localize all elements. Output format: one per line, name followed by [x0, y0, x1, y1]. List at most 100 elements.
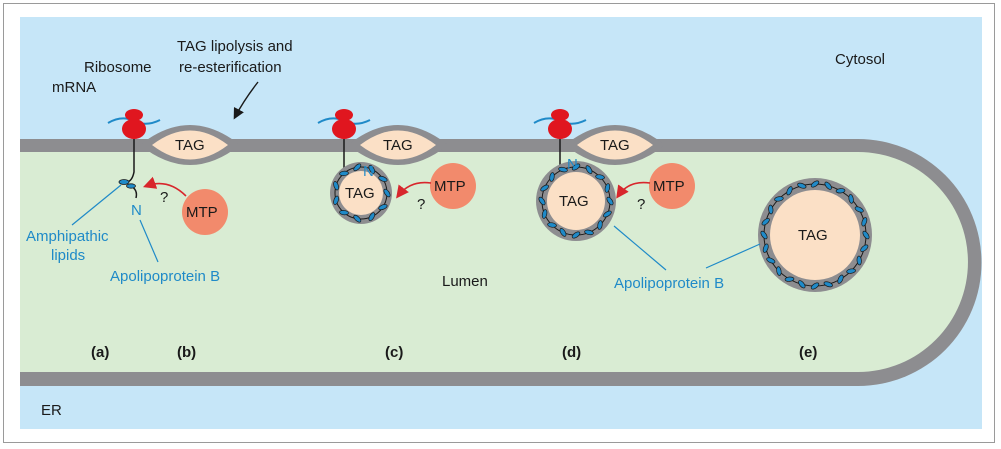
tag-label-c-lens: TAG — [383, 137, 413, 154]
apob-bead — [339, 210, 349, 216]
apob-coil-e — [760, 180, 870, 290]
apob-bead — [595, 174, 605, 180]
ribosome-label: Ribosome — [84, 59, 152, 76]
tag-label-c-particle: TAG — [345, 185, 375, 202]
apob-bead — [558, 166, 568, 173]
tag-label-e-particle: TAG — [798, 227, 828, 244]
mtp-label-b: MTP — [186, 204, 218, 221]
apob-bead — [798, 280, 806, 289]
apob-bead — [768, 204, 774, 215]
apob-bead — [540, 184, 549, 192]
er-lumen — [20, 152, 968, 372]
mtp-circle-d — [649, 163, 695, 209]
apob-bead — [861, 217, 868, 227]
mtp-arrow-c — [396, 181, 432, 199]
apob-bead — [383, 188, 391, 198]
apob-bead — [862, 230, 870, 240]
apolipoprotein-b-label-a: Apolipoprotein B — [110, 268, 220, 285]
apob-bead — [846, 268, 856, 274]
amphipathic-label-2: lipids — [51, 247, 85, 264]
apob-bead — [761, 218, 770, 226]
apob-bead — [541, 209, 548, 219]
ribosome-c — [317, 109, 371, 139]
apob-bead — [774, 196, 784, 202]
panel-label-a: (a) — [91, 344, 109, 361]
tag-lens-b — [140, 125, 240, 165]
apob-bead — [835, 188, 846, 194]
tag-lens-d — [565, 125, 665, 165]
apob-bead — [538, 196, 546, 206]
mtp-circle-c — [430, 163, 476, 209]
apob-bead — [797, 182, 807, 189]
ribosome-d — [533, 109, 587, 139]
apob-coil-c — [333, 163, 391, 223]
n-terminus-c: N — [363, 163, 374, 180]
apob-bead — [848, 194, 854, 204]
mtp-label-c: MTP — [434, 178, 466, 195]
figure-frame — [3, 3, 995, 443]
apob-bead — [549, 172, 555, 182]
lumen-label: Lumen — [442, 273, 488, 290]
apob-bead — [368, 212, 376, 222]
apob-bead — [766, 257, 776, 264]
particle-d — [536, 139, 616, 241]
apolipoprotein-b-label-d: Apolipoprotein B — [614, 275, 724, 292]
n-terminus-a: N — [131, 202, 142, 219]
panel-label-d: (d) — [562, 344, 581, 361]
panel-label-c: (c) — [385, 344, 403, 361]
apob-bead — [776, 266, 782, 276]
apob-bead — [339, 170, 349, 176]
apob-bead — [585, 165, 593, 174]
apob-bead — [333, 195, 339, 205]
tag-lipolysis-label-1: TAG lipolysis and — [177, 38, 293, 55]
apob-bead — [333, 181, 339, 191]
lipolysis-arrow — [233, 81, 259, 120]
apob-leader-e — [705, 243, 761, 269]
apob-bead — [368, 164, 376, 174]
nascent-apob-a — [118, 139, 138, 199]
tag-label-b: TAG — [175, 137, 205, 154]
apob-bead — [353, 214, 362, 223]
apob-bead — [824, 181, 832, 190]
apob-bead — [837, 274, 844, 284]
apob-bead — [547, 222, 557, 228]
apob-bead — [856, 255, 862, 266]
apob-leader-a — [139, 219, 159, 263]
question-mark-d: ? — [637, 196, 645, 213]
apob-bead — [378, 204, 388, 211]
apob-bead — [353, 163, 362, 172]
cytosol-label: Cytosol — [835, 51, 885, 68]
amphipathic-leader — [71, 184, 122, 226]
tag-lipolysis-label-2: re-esterification — [179, 59, 282, 76]
apob-bead — [823, 281, 833, 288]
apob-bead — [762, 243, 769, 253]
apob-bead — [810, 180, 820, 188]
apob-bead — [559, 228, 567, 237]
ribosome-a — [107, 109, 161, 139]
apob-bead — [854, 206, 864, 213]
mtp-label-d: MTP — [653, 178, 685, 195]
apob-bead — [784, 276, 795, 282]
tag-label-d-particle: TAG — [559, 193, 589, 210]
tag-lens-c — [348, 125, 448, 165]
apob-leader-d — [613, 225, 667, 271]
apob-bead — [571, 231, 581, 239]
er-label: ER — [41, 402, 62, 419]
question-mark-b: ? — [160, 189, 168, 206]
particle-e — [758, 178, 872, 292]
mrna-label: mRNA — [52, 79, 96, 96]
mtp-arrow-b — [142, 176, 187, 197]
amphipathic-label-1: Amphipathic — [26, 228, 109, 245]
apob-bead — [604, 183, 611, 193]
tag-label-d-lens: TAG — [600, 137, 630, 154]
apob-bead — [760, 230, 768, 240]
apob-bead — [584, 229, 594, 236]
panel-label-b: (b) — [177, 344, 196, 361]
question-mark-c: ? — [417, 196, 425, 213]
apob-bead — [810, 282, 820, 290]
mtp-arrow-d — [616, 181, 651, 199]
apob-coil-d — [538, 163, 614, 239]
apob-bead — [786, 186, 793, 196]
apob-bead — [378, 175, 388, 182]
